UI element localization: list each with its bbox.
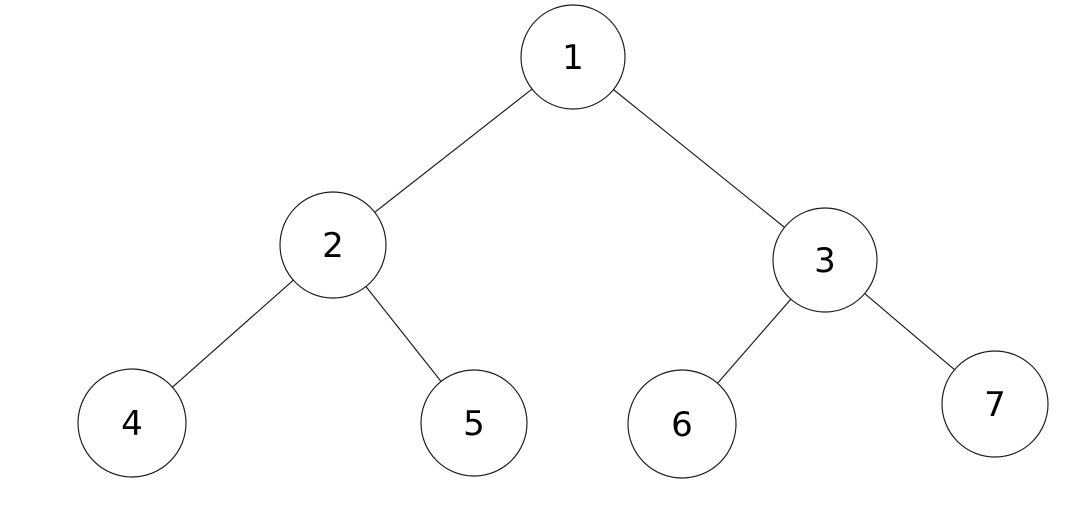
tree-node-circle-7[interactable] <box>941 350 1049 458</box>
tree-nodes-layer: 1 2 3 4 5 6 7 <box>77 4 1049 479</box>
tree-node-circle-6[interactable] <box>627 369 737 479</box>
tree-edge-2-5 <box>365 285 442 383</box>
tree-node-1[interactable]: 1 <box>520 4 626 110</box>
tree-node-5[interactable]: 5 <box>420 369 528 477</box>
tree-edge-1-2 <box>374 88 533 213</box>
tree-edge-3-6 <box>716 298 792 384</box>
tree-node-circle-3[interactable] <box>772 207 878 313</box>
tree-node-label-4: 4 <box>121 404 143 444</box>
tree-node-circle-1[interactable] <box>520 4 626 110</box>
tree-node-label-6: 6 <box>671 405 693 445</box>
tree-edges-layer <box>171 88 956 388</box>
tree-node-7[interactable]: 7 <box>941 350 1049 458</box>
tree-node-circle-4[interactable] <box>77 368 187 478</box>
tree-node-label-1: 1 <box>562 38 584 78</box>
tree-node-circle-5[interactable] <box>420 369 528 477</box>
tree-node-label-3: 3 <box>814 241 836 281</box>
tree-node-3[interactable]: 3 <box>772 207 878 313</box>
tree-edge-3-7 <box>864 293 956 371</box>
tree-node-label-5: 5 <box>463 404 485 444</box>
tree-node-label-2: 2 <box>322 226 344 266</box>
tree-node-6[interactable]: 6 <box>627 369 737 479</box>
tree-node-4[interactable]: 4 <box>77 368 187 478</box>
tree-edge-1-3 <box>612 89 786 228</box>
tree-node-2[interactable]: 2 <box>279 191 387 299</box>
tree-edge-2-4 <box>171 279 294 388</box>
tree-node-circle-2[interactable] <box>279 191 387 299</box>
tree-node-label-7: 7 <box>984 385 1006 425</box>
